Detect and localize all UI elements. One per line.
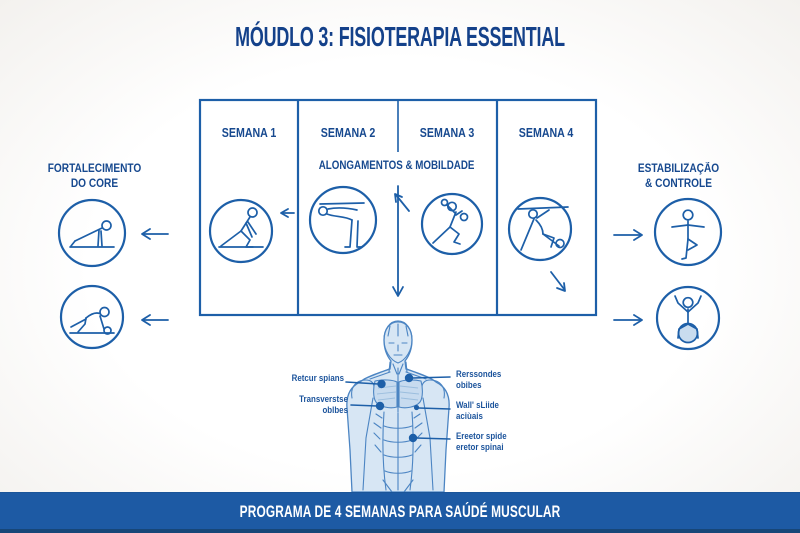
flow-arrows xyxy=(141,185,643,326)
lunge-stretch-icon xyxy=(208,198,274,264)
stability-control-title: ESTABILIZAÇÃO & CONTROLE xyxy=(637,163,720,190)
anatomy-label-obliques: Rerssondes obibes xyxy=(456,369,502,390)
arrow-down-icon xyxy=(392,185,404,297)
arrow-left-bottom-icon xyxy=(141,314,169,326)
plank-exercise-icon xyxy=(57,198,127,268)
semana-3-header: SEMANA 3 xyxy=(420,126,475,140)
arrow-right-top-icon xyxy=(613,229,643,241)
anatomy-label-transverse: Transverstse oblbes xyxy=(299,394,348,415)
anatomy-label-wall-slide: Wall' sLiide aciùais xyxy=(456,400,499,421)
core-strength-title: FORTALECIMENTO DO CORE xyxy=(47,163,142,190)
balance-pose-icon xyxy=(653,197,723,267)
anatomy-torso-figure xyxy=(346,320,450,493)
anatomy-label-erector: Ereetor spide eretor spinai xyxy=(456,431,507,452)
bird-dog-exercise-icon xyxy=(59,284,125,350)
anatomy-label-rectus: Retcur spians xyxy=(291,373,344,383)
footer-text: PROGRAMA DE 4 SEMANAS PARA SAÚDÉ MUSCULA… xyxy=(239,502,561,521)
footer-bar: PROGRAMA DE 4 SEMANAS PARA SAÚDÉ MUSCULA… xyxy=(0,492,800,533)
side-lunge-stretch-icon xyxy=(420,192,484,256)
semana-4-header: SEMANA 4 xyxy=(519,126,574,140)
week-table-grid xyxy=(198,98,598,317)
ball-sit-exercise-icon xyxy=(655,285,721,351)
arrow-week1-icon xyxy=(280,208,295,218)
arrow-right-bottom-icon xyxy=(613,314,643,326)
anatomy-label-lines xyxy=(345,373,451,443)
mobility-subheader: ALONGAMENTOS & MOBILDADE xyxy=(319,160,475,172)
semana-1-header: SEMANA 1 xyxy=(221,126,277,140)
page-title: MÓUDLO 3: FISIOTERAPIA ESSENTIAL xyxy=(235,21,565,52)
supported-stretch-icon xyxy=(507,196,573,262)
standing-forward-stretch-icon xyxy=(308,185,378,255)
arrow-down-right-icon xyxy=(550,271,566,292)
semana-2-header: SEMANA 2 xyxy=(320,126,376,140)
arrow-left-top-icon xyxy=(141,228,169,240)
